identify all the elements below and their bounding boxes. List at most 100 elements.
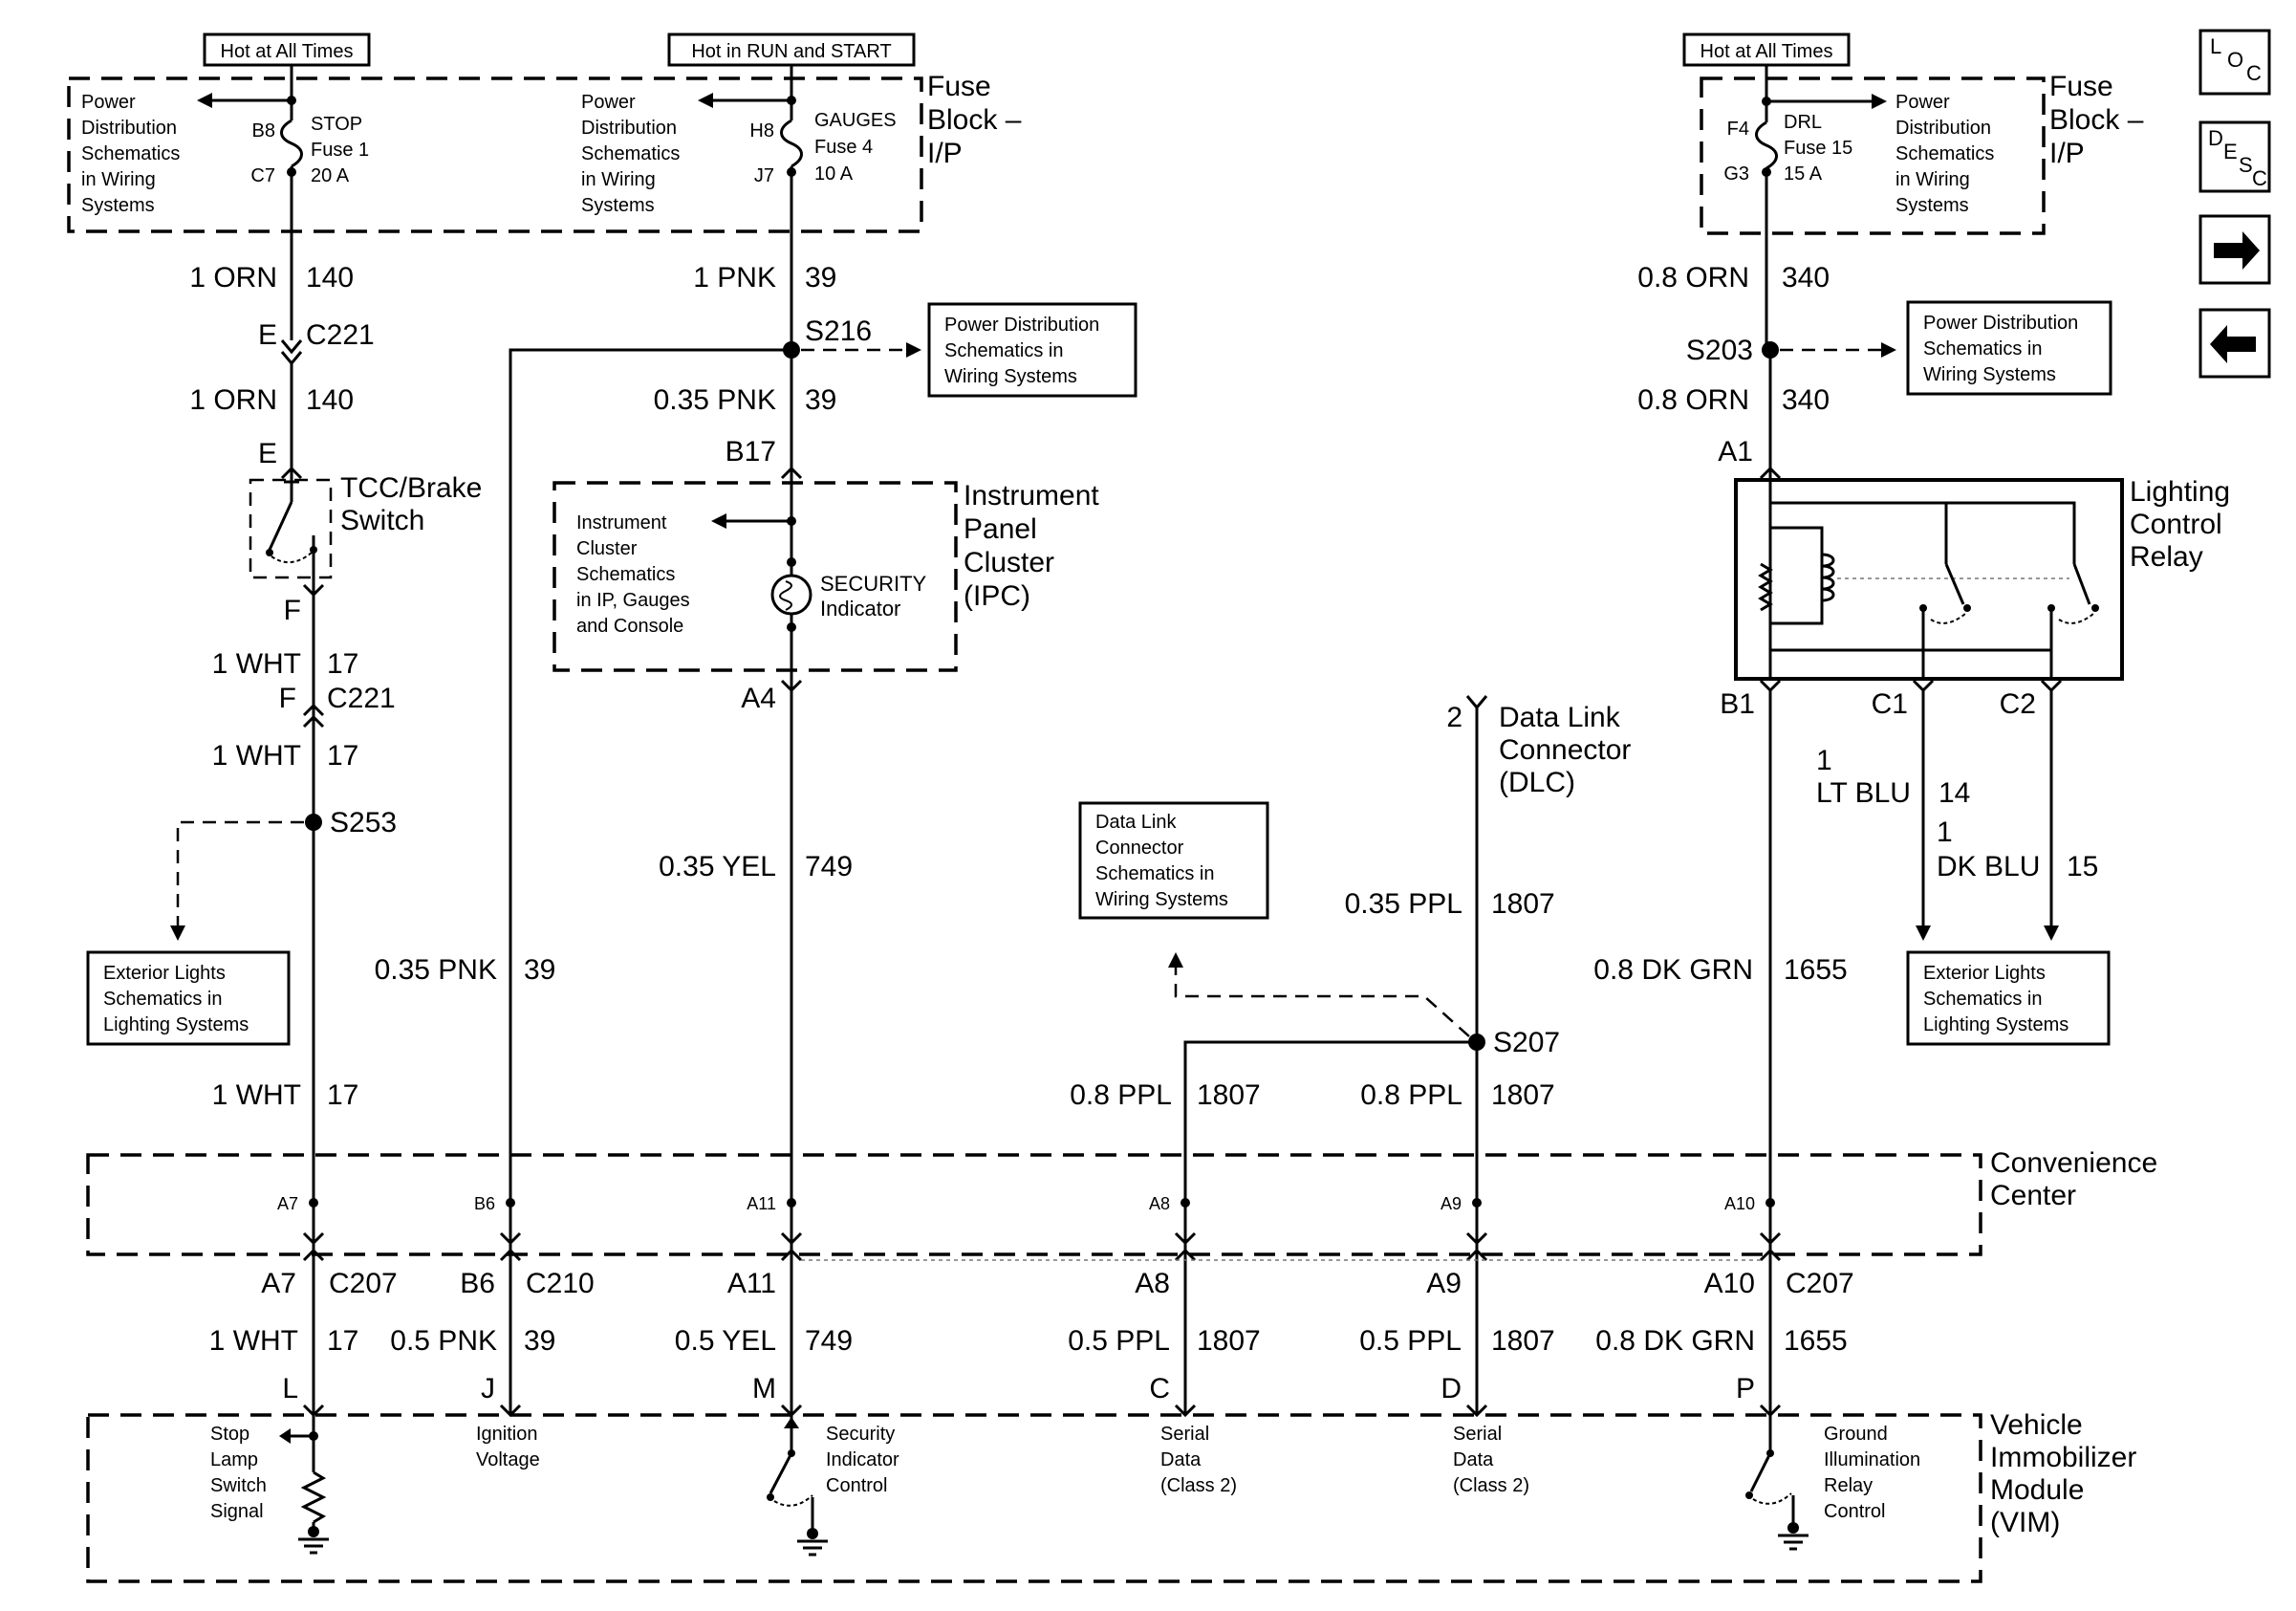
- lcr-label-2: Control: [2130, 509, 2222, 540]
- pds-ref-right-5: Systems: [1895, 195, 1969, 216]
- desc-letter-s: S: [2239, 153, 2253, 177]
- conn-c1: C1: [1872, 688, 1908, 720]
- convenience-center-label-2: Center: [1990, 1180, 2076, 1211]
- ref-ext-right-3: Lighting Systems: [1923, 1014, 2069, 1035]
- vim-func-m-1: Security: [826, 1424, 895, 1445]
- ref-ext-left-1: Exterior Lights: [103, 963, 226, 984]
- lcr-label-3: Relay: [2130, 541, 2203, 573]
- loc-letter-o: O: [2227, 48, 2243, 72]
- pds-ref-mid-1: Power: [581, 92, 636, 113]
- wire-wht-17-a-circuit: 17: [327, 648, 358, 680]
- pds-ref-left-2: Distribution: [81, 118, 177, 139]
- fuse-block-title-left-2: Block –: [927, 104, 1022, 136]
- wire-pnk-39-c-size: 0.35 PNK: [375, 954, 497, 986]
- wire-orn-140-b-circuit: 140: [306, 384, 354, 416]
- arrow-left-icon: [2210, 325, 2256, 363]
- ipc-outline: [552, 481, 958, 672]
- desc-button[interactable]: D E S C: [2199, 120, 2271, 193]
- cc-pin-a10: A10: [1724, 1194, 1755, 1213]
- bottom-wire-3-circuit: 749: [805, 1325, 853, 1357]
- conn-b17: B17: [726, 436, 776, 468]
- forward-button[interactable]: [2199, 214, 2271, 285]
- wire-ppl-1807-a-size: 0.35 PPL: [1345, 888, 1462, 920]
- wire-orn-140-a-circuit: 140: [306, 262, 354, 294]
- vim-func-m-3: Control: [826, 1475, 887, 1496]
- vim-func-d-2: Data: [1453, 1449, 1494, 1470]
- ipc-label-2: Panel: [964, 513, 1037, 545]
- wire-wht-17-c-circuit: 17: [327, 1079, 358, 1111]
- ref-pds-s203-1: Power Distribution: [1923, 313, 2078, 334]
- wire-wht-17-c-size: 1 WHT: [212, 1079, 301, 1111]
- loc-button[interactable]: L O C: [2199, 29, 2271, 96]
- fuse-block-ip-right-outline: [1700, 76, 2046, 235]
- splice-s253-label: S253: [330, 807, 397, 838]
- conn-a4: A4: [741, 683, 776, 714]
- vim-label-3: Module: [1990, 1474, 2084, 1506]
- cc-pin-a7: A7: [277, 1194, 298, 1213]
- ipc-ref-3: Schematics: [576, 564, 675, 585]
- conn-f-c221-pin: F: [279, 683, 296, 714]
- pds-ref-mid-3: Schematics: [581, 143, 680, 164]
- ref-pds-s203-2: Schematics in: [1923, 338, 2043, 359]
- loc-letter-c: C: [2246, 61, 2262, 85]
- ipc-label-1: Instrument: [964, 480, 1099, 512]
- dlc-label-1: Data Link: [1499, 702, 1621, 733]
- back-button[interactable]: [2199, 308, 2271, 379]
- bottom-connector-row: [302, 1231, 1782, 1262]
- wire-ltblu-14-circuit: 14: [1939, 777, 1970, 809]
- ref-dlc-schematics[interactable]: [1078, 801, 1269, 920]
- convenience-pins: A7 B6 A11 A8 A9 A10: [277, 1194, 1775, 1213]
- stop-pin-in: B8: [252, 120, 275, 142]
- convenience-center-outline: [86, 1153, 1982, 1256]
- wire-orn-340-b-size: 0.8 ORN: [1637, 384, 1749, 416]
- wire-pnk-39-a-circuit: 39: [805, 262, 836, 294]
- vim-pin-c: C: [1149, 1373, 1170, 1404]
- pds-ref-left-5: Systems: [81, 195, 155, 216]
- conn-c221-top: C221: [306, 319, 375, 351]
- ref-pds-s216-2: Schematics in: [944, 340, 1064, 361]
- vim-func-c-1: Serial: [1160, 1424, 1209, 1445]
- pds-ref-mid-5: Systems: [581, 195, 655, 216]
- gauges-pin-in: H8: [749, 120, 774, 142]
- ref-exterior-lights-left[interactable]: [86, 950, 291, 1046]
- wire-pnk-39-b-circuit: 39: [805, 384, 836, 416]
- ref-exterior-lights-right[interactable]: [1906, 950, 2111, 1046]
- vim-pin-d: D: [1440, 1373, 1462, 1404]
- fuse-block-title-right-2: Block –: [2049, 104, 2144, 136]
- fuse-block-title-right-3: I/P: [2049, 138, 2085, 169]
- ref-ext-left-2: Schematics in: [103, 989, 223, 1010]
- ref-dlc-4: Wiring Systems: [1095, 889, 1228, 910]
- cc-pin-a11: A11: [747, 1194, 776, 1213]
- drl-pin-out: G3: [1723, 163, 1749, 185]
- vim-func-d-1: Serial: [1453, 1424, 1502, 1445]
- vim-func-c-3: (Class 2): [1160, 1475, 1237, 1496]
- bottom-conn-1-name: C207: [329, 1268, 398, 1299]
- vim-func-p-3: Relay: [1824, 1475, 1873, 1496]
- pds-ref-mid-4: in Wiring: [581, 169, 656, 190]
- stop-fuse-name: STOP: [311, 114, 362, 135]
- vim-label-1: Vehicle: [1990, 1409, 2083, 1441]
- ref-ext-right-1: Exterior Lights: [1923, 963, 2046, 984]
- wire-dkgrn-1655-circuit: 1655: [1784, 954, 1848, 986]
- desc-letter-d: D: [2208, 126, 2223, 150]
- conn-c2: C2: [2000, 688, 2036, 720]
- ref-pds-s203[interactable]: [1906, 300, 2112, 396]
- conn-f-pin: F: [284, 595, 301, 626]
- vim-func-p-1: Ground: [1824, 1424, 1888, 1445]
- wire-orn-140-b-size: 1 ORN: [189, 384, 277, 416]
- vim-func-l-3: Switch: [210, 1475, 267, 1496]
- stop-fuse-number: Fuse 1: [311, 140, 369, 161]
- ref-pds-s216[interactable]: [927, 302, 1137, 398]
- desc-letter-c: C: [2252, 166, 2267, 190]
- vim-func-l-4: Signal: [210, 1501, 264, 1522]
- ref-ext-right-2: Schematics in: [1923, 989, 2043, 1010]
- cc-pin-a8: A8: [1149, 1194, 1170, 1213]
- pds-ref-right-4: in Wiring: [1895, 169, 1970, 190]
- bottom-wire-1-size: 1 WHT: [209, 1325, 298, 1357]
- bottom-wire-4-circuit: 1807: [1197, 1325, 1261, 1357]
- ref-ext-left-3: Lighting Systems: [103, 1014, 249, 1035]
- vim-func-j-2: Voltage: [476, 1449, 540, 1470]
- vim-func-l-2: Lamp: [210, 1449, 258, 1470]
- bottom-conn-6-name: C207: [1786, 1268, 1854, 1299]
- wire-dkblu-15-size: 1: [1937, 816, 1953, 848]
